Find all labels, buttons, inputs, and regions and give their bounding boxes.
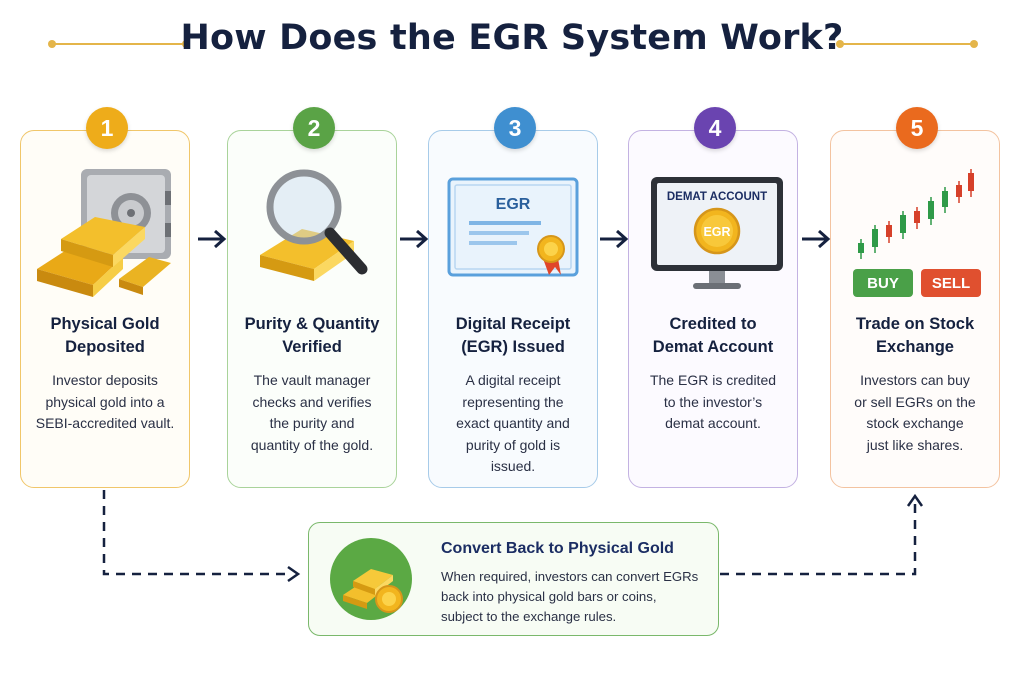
sell-button-graphic bbox=[921, 269, 981, 297]
title-decoration-dot bbox=[970, 40, 978, 48]
step-card-3: EGR Digital Receipt(EGR) Issued A digita… bbox=[428, 130, 598, 488]
title-decoration-left bbox=[52, 43, 186, 45]
title-decoration-dot bbox=[836, 40, 844, 48]
page-title: How Does the EGR System Work? bbox=[180, 18, 844, 58]
step-badge-3: 3 bbox=[494, 107, 536, 149]
receipt-label: EGR bbox=[496, 196, 531, 213]
vault-gold-icon bbox=[37, 169, 171, 297]
buy-button-graphic bbox=[853, 269, 913, 297]
step-badge-4: 4 bbox=[694, 107, 736, 149]
sell-label: SELL bbox=[932, 275, 970, 292]
step-heading: Digital Receipt(EGR) Issued bbox=[455, 315, 571, 356]
title-decoration-dot bbox=[182, 40, 190, 48]
step-badge-2: 2 bbox=[293, 107, 335, 149]
demat-monitor-icon: DEMAT ACCOUNT EGR bbox=[651, 177, 783, 289]
buy-label: BUY bbox=[867, 275, 899, 292]
convert-title: Convert Back to Physical Gold bbox=[441, 540, 674, 557]
step-badge-1: 1 bbox=[86, 107, 128, 149]
arrow-right-icon bbox=[198, 229, 227, 249]
arrow-right-icon bbox=[802, 229, 831, 249]
screen-label: DEMAT ACCOUNT bbox=[667, 191, 767, 203]
arrow-right-icon bbox=[400, 229, 429, 249]
title-decoration-dot bbox=[48, 40, 56, 48]
step-badge-5: 5 bbox=[896, 107, 938, 149]
convert-description: When required, investors can convert EGR… bbox=[441, 569, 699, 624]
gold-bars-coin-icon bbox=[330, 538, 412, 620]
title-decoration-right bbox=[840, 43, 974, 45]
arrow-right-icon bbox=[600, 229, 629, 249]
digital-receipt-icon: EGR bbox=[447, 177, 579, 277]
coin-label: EGR bbox=[703, 225, 730, 239]
magnifier-gold-icon bbox=[260, 169, 368, 281]
convert-back-box: Convert Back to Physical Gold When requi… bbox=[308, 522, 719, 636]
candlestick-chart-icon: BUY SELL bbox=[853, 169, 981, 297]
